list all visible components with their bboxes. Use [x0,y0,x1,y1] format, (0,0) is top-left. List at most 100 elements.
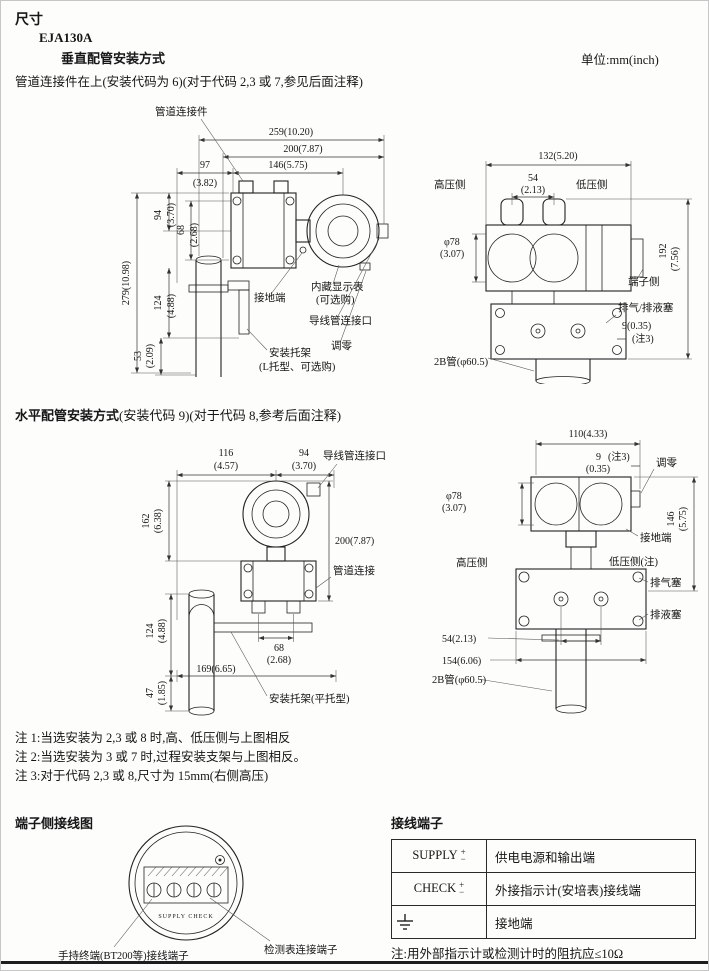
minus-sign: − [459,887,465,898]
bracket-label: 安装托架 [269,346,311,359]
housing-outline [242,480,321,562]
wiring-table-title: 接线端子 [391,816,444,831]
drawing-horizontal-piping-top-view: 110(4.33) 9 (注3) (0.35) 调零 φ78 (3.07) 接地… [432,429,698,714]
low-pressure-side-label: 低压侧(注) [609,555,658,568]
high-pressure-side-label: 高压侧 [456,556,488,569]
dim-200: 200(7.87) [283,144,322,155]
note3-ref: (注3) [632,332,654,345]
high-pressure-side-label: 高压侧 [434,178,466,191]
dim-124-inch: (4.88) [157,619,168,643]
terminal-diagram-title: 端子侧接线图 [15,816,94,831]
pipe-and-bracket-outline [188,255,250,377]
manifold-and-housing-outline [230,180,389,271]
dim-124: 124 [145,624,156,639]
dim-94-inch: (3.70) [292,461,316,472]
dim-259: 259(10.20) [269,127,313,138]
display-optional-label: (可选购) [316,293,355,306]
terminal-desc-cell: 供电电源和输出端 [486,839,696,873]
dim-97: 97 [200,160,210,171]
pipe-outline [541,629,601,714]
dim-dia78-inch: (3.07) [440,249,464,260]
dim-124-inch: (4.88) [166,294,177,318]
leader-lines [113,897,271,948]
terminal-desc-cell: 接地端 [486,905,696,939]
drain-plug-label: 排液塞 [650,608,682,621]
bracket-flat-label: 安装托架(平托型) [269,692,350,705]
terminal-name-cell: SUPPLY+− [391,839,487,873]
pipe-connection-label: 管道连接 [333,564,375,577]
dimension-lines [131,135,385,376]
drawing-vertical-piping-top-view: 132(5.20) 54 (2.13) 高压侧 低压侧 φ78 (3.07) 1… [434,151,692,384]
low-pressure-side-label: 低压侧 [576,178,608,191]
dim-132: 132(5.20) [538,151,577,162]
dim-162-inch: (6.38) [153,509,164,533]
dim-68-inch: (2.68) [267,655,291,666]
flange-outline [490,291,627,360]
dim-124: 124 [153,296,164,311]
bt200-terminal-label: 手持终端(BT200等)接线端子 [58,949,189,962]
drawing-vertical-piping-side-view: 259(10.20) 200(7.87) 97 (3.82) 146(5.75)… [121,105,389,377]
polarity-marks: +− [460,846,466,864]
dim-54-inch: (2.13) [521,185,545,196]
dim-116-inch: (4.57) [214,461,238,472]
dimension-lines [165,470,337,712]
body-outline [530,476,641,569]
dim-9-inch: (0.35) [586,464,610,475]
dim-110: 110(4.33) [569,429,608,440]
dim-200: 200(7.87) [335,536,374,547]
vent-drain-plug-label: 排气/排液塞 [618,301,674,314]
notes-block: 注 1:当选安装为 2,3 或 8 时,高、低压侧与上图相反 注 2:当选安装为… [15,729,306,786]
polarity-marks: +− [459,881,465,898]
page-bottom-rule [1,961,708,964]
pipe-2b-label: 2B管(φ60.5) [432,673,487,686]
section2-title-rest: (安装代码 9)(对于代码 8,参考后面注释) [119,408,342,423]
dim-146-inch: (5.75) [678,507,689,531]
dim-192: 192 [658,244,669,259]
dim-97-inch: (3.82) [193,178,217,189]
dim-9: 9 [596,452,601,463]
dim-146: 146 [666,512,677,527]
plus-sign: + [460,846,466,857]
section2-title-bold: 水平配管安装方式 [15,408,120,423]
leader-lines [230,463,338,697]
pipe-connector-label: 管道连接件 [155,105,208,118]
dim-dia78: φ78 [446,491,462,502]
dim-47: 47 [145,688,156,698]
dim-dia78-inch: (3.07) [442,503,466,514]
section1-desc: 管道连接件在上(安装代码为 6)(对于代码 2,3 或 7,参见后面注释) [15,75,363,89]
leader-lines [487,268,644,372]
dim-47-inch: (1.85) [157,681,168,705]
dim-54: 54(2.13) [442,634,476,645]
zero-adjust-label: 调零 [331,340,352,352]
terminal-name: CHECK [413,881,457,896]
dim-94: 94 [153,210,164,220]
dim-dia78: φ78 [444,237,460,248]
dim-54: 54 [528,173,538,184]
terminal-name: SUPPLY [412,848,458,863]
note-1: 注 1:当选安装为 2,3 或 8 时,高、低压侧与上图相反 [15,731,291,745]
flange-outline [515,568,647,630]
meter-terminal-label: 检测表连接端子 [264,943,338,956]
note-2: 注 2:当选安装为 3 或 7 时,过程安装支架与上图相反。 [15,750,306,764]
zero-adjust-label: 调零 [656,457,677,469]
table-row: CHECK+− 外接指示计(安培表)接线端 [391,872,696,906]
dim-53-inch: (2.09) [145,344,156,368]
dim-154: 154(6.06) [442,656,481,667]
page-title: 尺寸 [15,13,43,28]
dim-68: 68 [274,643,284,654]
unit-label: 单位:mm(inch) [581,53,659,67]
bracket-type-label: (L托型、可选购) [259,360,336,373]
note-3: 注 3:对于代码 2,3 或 8,尺寸为 15mm(右侧高压) [15,769,269,783]
section2-title: 水平配管安装方式(安装代码 9)(对于代码 8,参考后面注释) [15,405,341,424]
body-outline [485,198,644,292]
terminal-side-label: 端子侧 [628,275,660,288]
dim-146: 146(5.75) [268,160,307,171]
terminal-desc-cell: 外接指示计(安培表)接线端 [486,872,696,906]
supply-check-marking: SUPPLY CHECK [158,914,213,920]
ground-terminal-label: 接地端 [640,531,672,544]
terminal-name-cell [391,905,487,939]
dim-279: 279(10.98) [121,261,132,305]
terminal-wiring-diagram: SUPPLY CHECK 手持终端(BT200等)接线端子 检测表连接端子 [58,825,338,962]
ground-symbol-icon [397,914,413,930]
